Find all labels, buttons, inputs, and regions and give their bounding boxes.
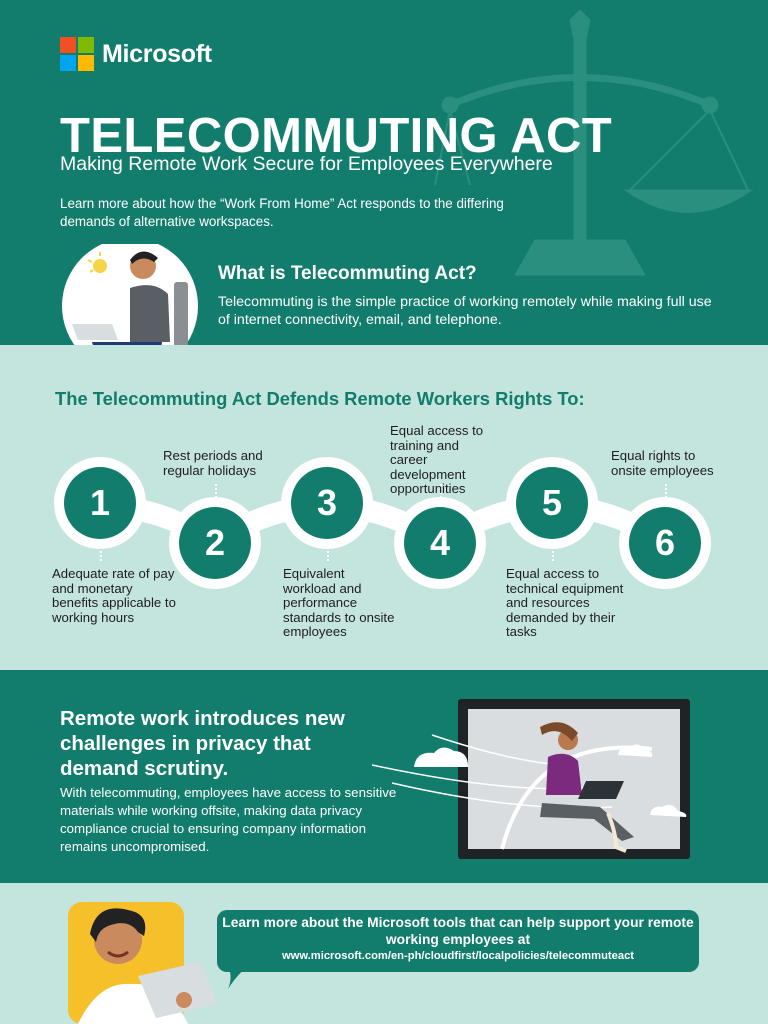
cta-section: Learn more about the Microsoft tools tha… (0, 883, 768, 1024)
right-number-5: 5 (516, 467, 588, 539)
tablet-woman-illustration (372, 699, 690, 859)
connector-dots (215, 484, 217, 498)
what-is-heading: What is Telecommuting Act? (218, 263, 477, 284)
right-text-2: Rest periods and regular holidays (163, 448, 263, 478)
header-section: Microsoft TELECOMMUTING ACT Making Remot… (0, 0, 768, 345)
what-is-text: Telecommuting is the simple practice of … (218, 294, 712, 328)
rights-section: The Telecommuting Act Defends Remote Wor… (0, 345, 768, 670)
cta-bubble: Learn more about the Microsoft tools tha… (217, 910, 699, 972)
scales-of-justice-icon (434, 10, 754, 276)
privacy-heading: Remote work introduces new challenges in… (60, 707, 345, 780)
intro-text: Learn more about how the “Work From Home… (60, 196, 504, 229)
microsoft-logo-icon (60, 37, 94, 71)
right-text-6: Equal rights to onsite employees (611, 448, 714, 478)
privacy-section: Remote work introduces new challenges in… (0, 670, 768, 883)
right-text-5: Equal access to technical equipment and … (506, 566, 624, 639)
man-with-tablet-illustration (68, 902, 218, 1024)
right-number-1: 1 (64, 467, 136, 539)
connector-dots (552, 547, 554, 561)
right-number-3: 3 (291, 467, 363, 539)
cta-text: Learn more about the Microsoft tools tha… (222, 915, 694, 947)
connector-dots (100, 547, 102, 561)
connector-dots (665, 484, 667, 498)
page-subtitle: Making Remote Work Secure for Employees … (60, 153, 553, 175)
man-with-laptop-illustration (62, 244, 198, 345)
brand-name: Microsoft (102, 39, 212, 68)
bubble-tail (226, 963, 252, 989)
microsoft-logo: Microsoft (60, 37, 212, 71)
connector-dots (327, 547, 329, 561)
right-text-1: Adequate rate of pay and monetary benefi… (52, 566, 176, 625)
right-text-3: Equivalent workload and performance stan… (283, 566, 395, 639)
right-text-4: Equal access to training and career deve… (390, 423, 484, 496)
rights-heading: The Telecommuting Act Defends Remote Wor… (55, 388, 585, 409)
connector-dots (440, 484, 442, 498)
cta-link[interactable]: www.microsoft.com/en-ph/cloudfirst/local… (281, 950, 635, 962)
right-number-6: 6 (629, 507, 701, 579)
right-number-4: 4 (404, 507, 476, 579)
page-title: TELECOMMUTING ACT (60, 109, 613, 163)
right-number-2: 2 (179, 507, 251, 579)
privacy-text: With telecommuting, employees have acces… (60, 785, 397, 854)
